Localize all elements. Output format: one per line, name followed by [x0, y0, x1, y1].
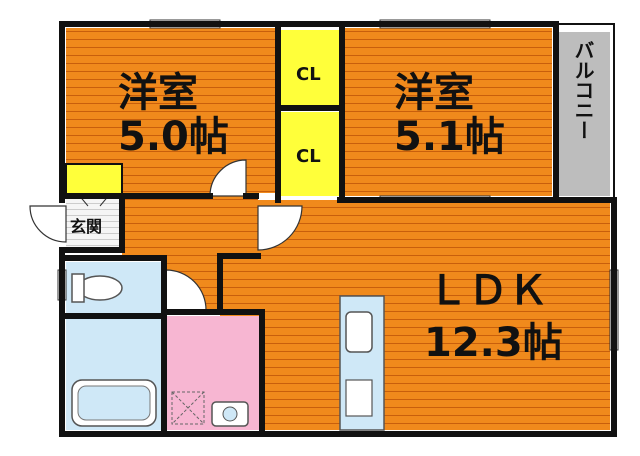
room-size-label: 5.0帖: [118, 114, 229, 160]
room-size-label: 5.1帖: [394, 114, 505, 160]
entrance-door-icon: [29, 205, 67, 243]
washing-machine-icon: [171, 391, 205, 425]
room2-door-icon: [257, 205, 303, 251]
stove-icon: [345, 379, 373, 417]
ldk-name-label: ＬＤＫ: [428, 268, 548, 314]
balcony-label: バルコニー: [571, 40, 595, 140]
ldk-size-label: 12.3帖: [424, 320, 563, 366]
closet-1: [280, 30, 342, 106]
closet-label: CL: [296, 64, 321, 85]
room-name-label: 洋室: [118, 70, 198, 116]
closet-2: [280, 112, 342, 196]
toilet-tank-icon: [71, 273, 85, 303]
shoe-cabinet: [65, 163, 123, 195]
western-room-2-floor: [344, 28, 552, 196]
entrance-floor: [66, 196, 122, 250]
sink-icon: [345, 311, 373, 353]
room-name-label: 洋室: [394, 70, 474, 116]
entrance-label: 玄関: [70, 217, 102, 236]
bathtub-inner-icon: [77, 385, 151, 421]
room1-door-icon: [209, 159, 247, 197]
balcony: [556, 32, 610, 196]
closet-label: CL: [296, 146, 321, 167]
